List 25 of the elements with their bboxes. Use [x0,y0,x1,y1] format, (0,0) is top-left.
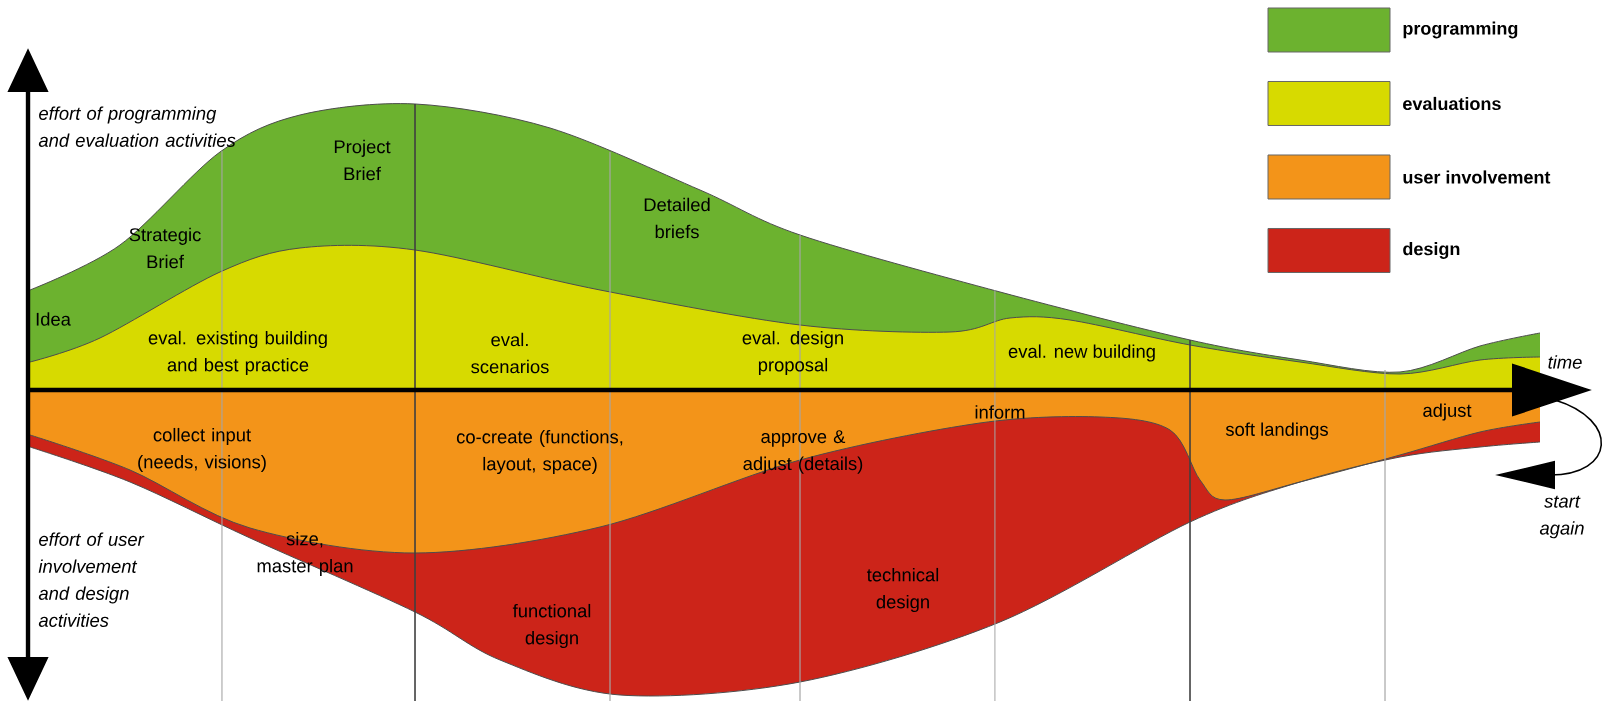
phase-label: Project Brief [334,139,391,181]
legend-text: programming [1403,21,1518,39]
phase-label: collect input (needs, visions) [138,427,266,473]
phase-label: Idea [36,312,71,326]
phase-label: adjust [1423,403,1472,421]
axis-label: time [1548,355,1582,369]
axis-label: effort of user involvement and design activities [38,532,145,627]
phase-label: functional design [512,603,591,649]
legend-text: evaluations [1403,96,1501,111]
phase-label: eval. scenarios [471,332,549,374]
phase-label: co-create (functions, layout, space) [456,429,623,475]
legend-text: user involvement [1403,170,1551,184]
phase-label: soft landings [1225,422,1328,440]
legend-text: design [1403,242,1460,259]
phase-label: approve & adjust (details) [743,430,863,474]
caption-text: start again [1539,495,1584,539]
axis-label: effort of programming and evaluation activities [38,106,236,147]
phase-label: eval. new building [1008,344,1155,362]
phase-label: inform [975,405,1025,419]
phase-label: Strategic Brief [129,227,201,269]
phase-label: technical design [867,567,939,613]
phase-label: size, master plan [257,531,353,577]
phase-label: Detailed briefs [644,197,710,239]
phase-label: eval. design proposal [742,330,843,376]
phase-label: eval. existing building and best practice [148,330,327,376]
